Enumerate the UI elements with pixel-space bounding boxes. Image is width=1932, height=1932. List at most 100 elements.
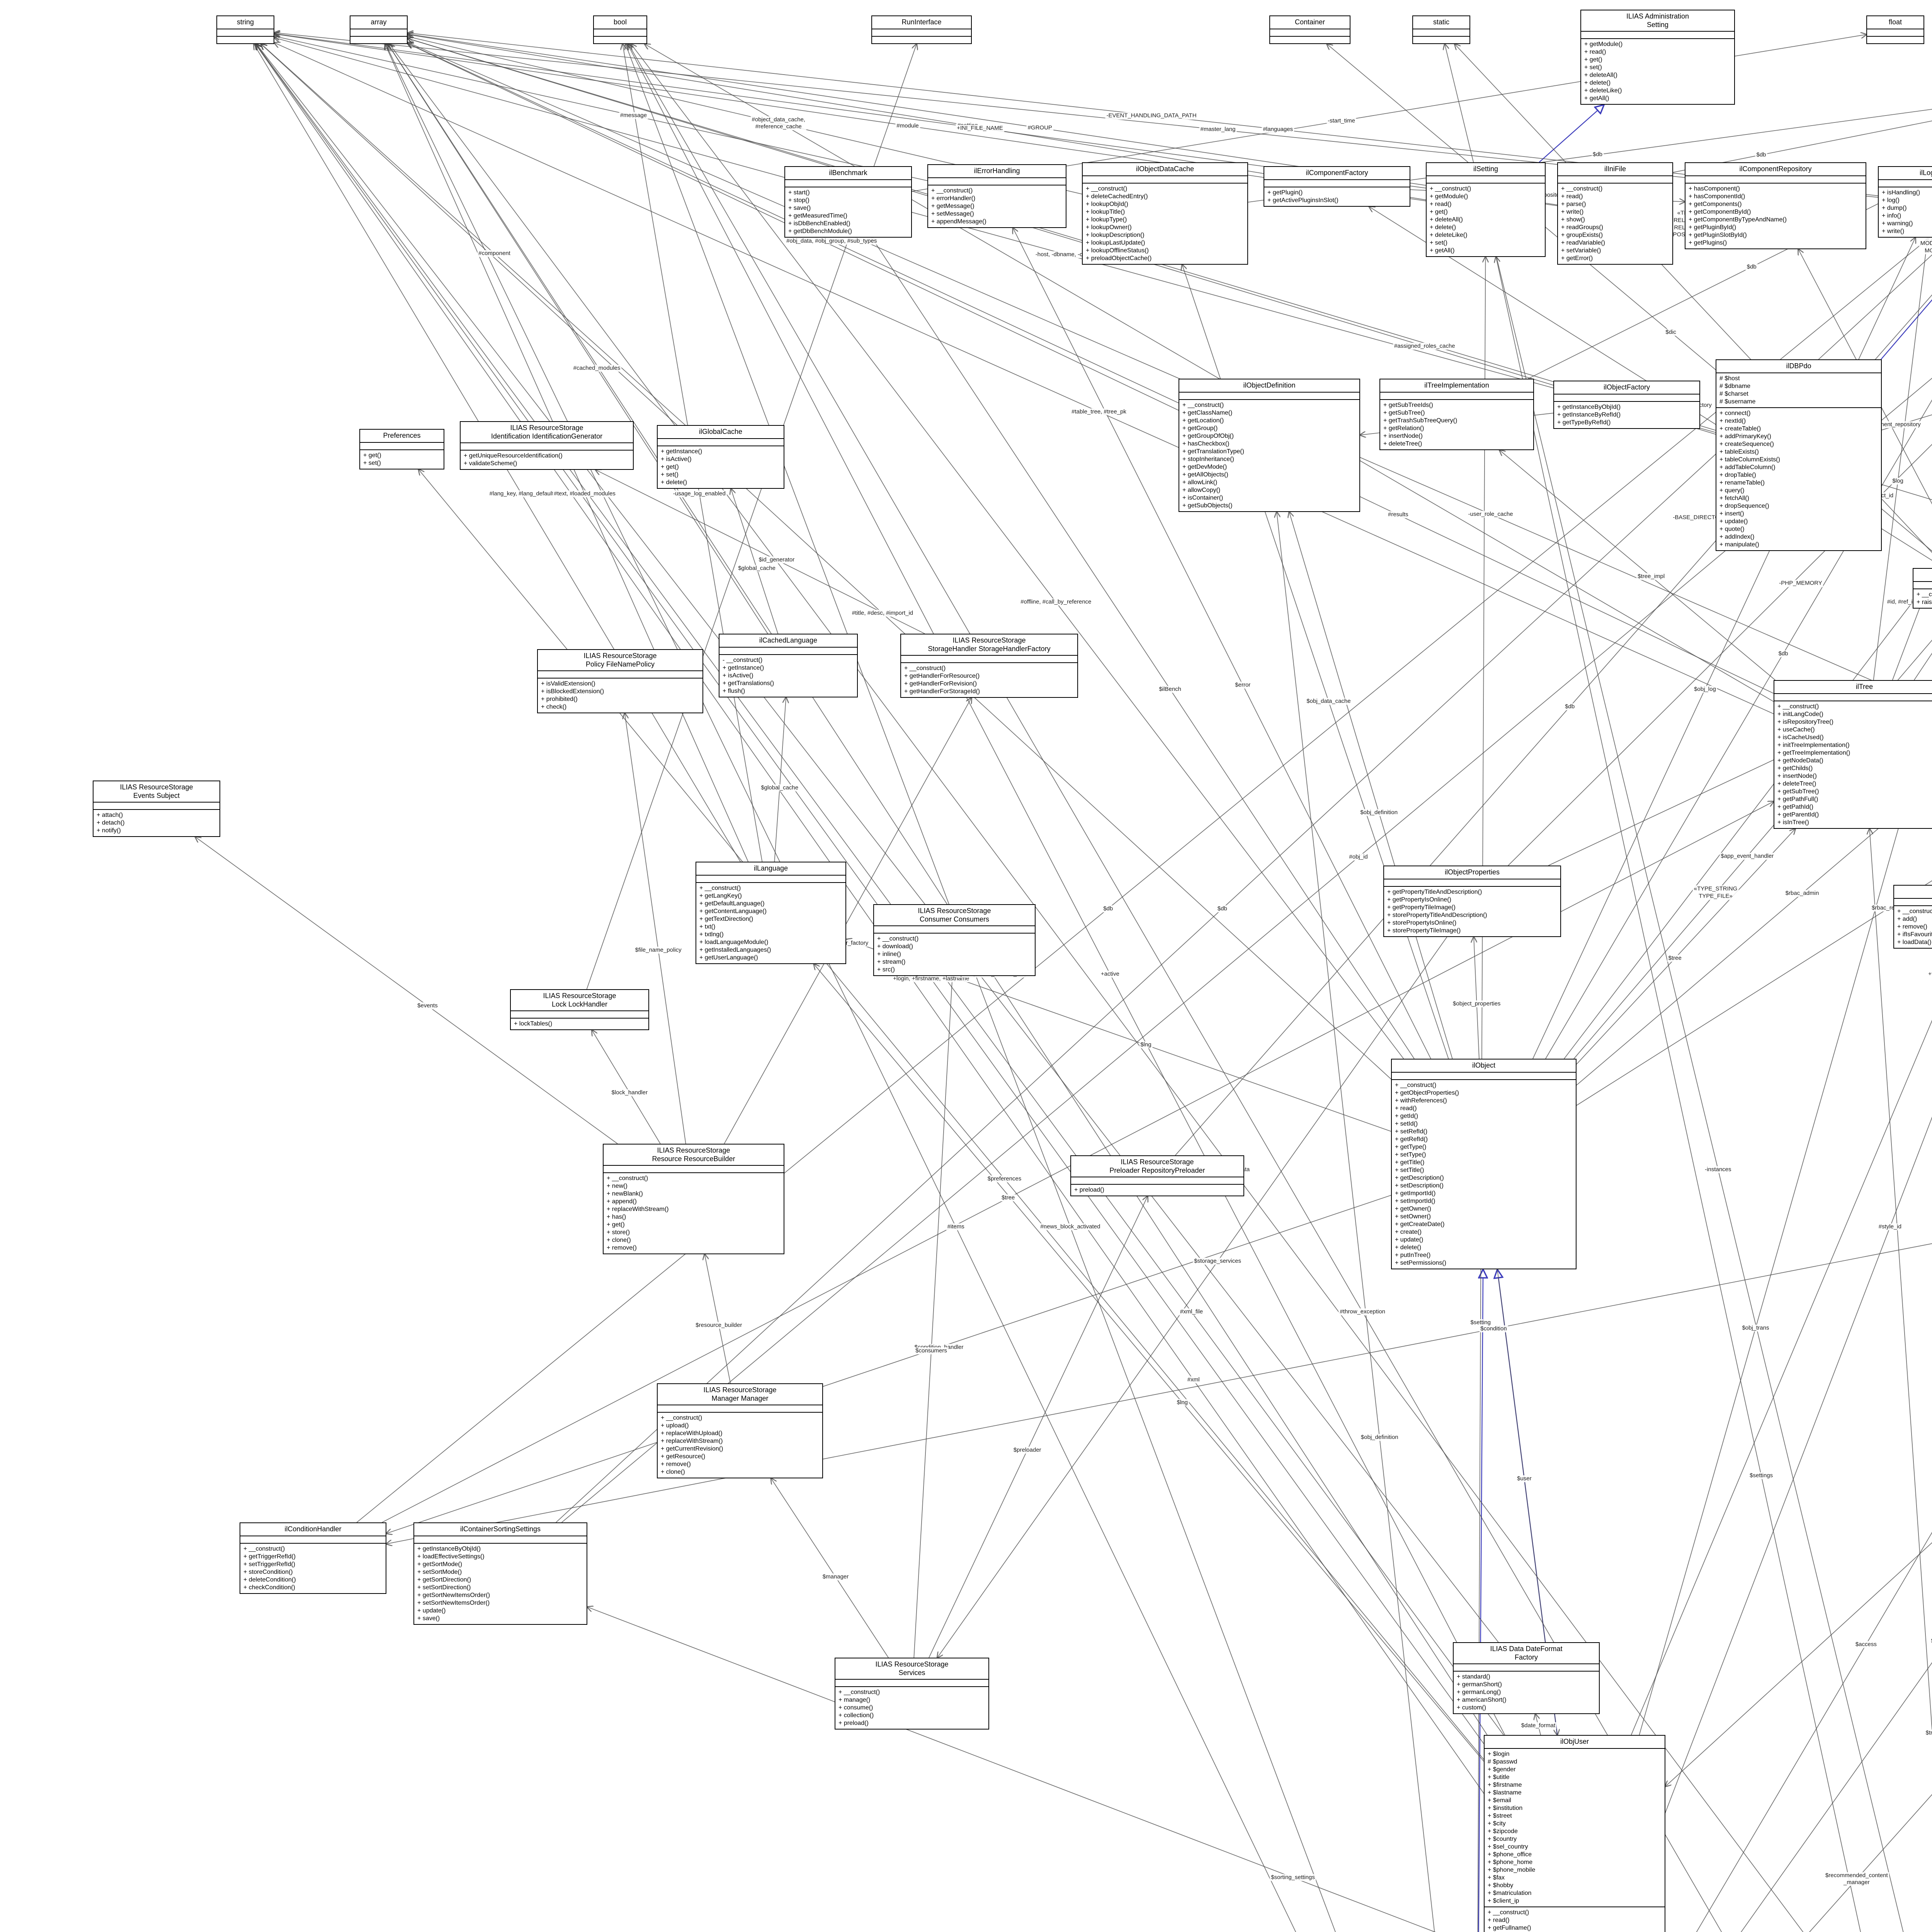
class-box-ilobjdatacache[interactable]: ilObjectDataCache+ __construct()+ delete… bbox=[1082, 162, 1248, 265]
class-method: + hasComponentId() bbox=[1689, 193, 1745, 200]
class-method: + getDevMode() bbox=[1182, 463, 1227, 470]
class-box-ilcachedlang[interactable]: ilCachedLanguage- __construct()+ getInst… bbox=[719, 634, 858, 697]
attributes-compartment bbox=[928, 178, 1066, 185]
class-box-rs_subject[interactable]: ILIAS ResourceStorage Events Subject+ at… bbox=[93, 781, 220, 837]
class-box-illogger[interactable]: ilLogger+ isHandling()+ log()+ dump()+ i… bbox=[1878, 166, 1932, 238]
class-box-t_float[interactable]: float bbox=[1866, 15, 1924, 44]
class-method: + log() bbox=[1882, 197, 1900, 204]
class-box-illanguage[interactable]: ilLanguage+ __construct()+ getLangKey()+… bbox=[696, 862, 846, 964]
attributes-compartment bbox=[217, 29, 274, 37]
class-box-ilobjdef[interactable]: ilObjectDefinition+ __construct()+ getCl… bbox=[1179, 379, 1360, 512]
edge-label: $db bbox=[1745, 263, 1758, 270]
class-box-ilbench[interactable]: ilBenchmark+ start()+ stop()+ save()+ ge… bbox=[784, 166, 912, 238]
class-method: + getActivePluginsInSlot() bbox=[1267, 197, 1338, 204]
class-method: + preloadObjectCache() bbox=[1086, 255, 1152, 262]
class-method: + initLangCode() bbox=[1777, 711, 1823, 718]
class-box-rs_shf[interactable]: ILIAS ResourceStorage StorageHandler Sto… bbox=[900, 634, 1078, 698]
class-method: + getPropertyTitleAndDescription() bbox=[1387, 888, 1482, 895]
class-box-rs_lock[interactable]: ILIAS ResourceStorage Lock LockHandler+ … bbox=[510, 989, 649, 1031]
class-box-rs_policy[interactable]: ILIAS ResourceStorage Policy FileNamePol… bbox=[537, 649, 703, 714]
class-box-rs_builder[interactable]: ILIAS ResourceStorage Resource ResourceB… bbox=[603, 1144, 784, 1255]
class-method: + getResource() bbox=[661, 1453, 706, 1460]
usage-edge bbox=[592, 1030, 661, 1144]
class-box-ilerror[interactable]: ilErrorHandling+ __construct()+ errorHan… bbox=[927, 164, 1066, 228]
class-box-ilsortsettings[interactable]: ilContainerSortingSettings+ getInstanceB… bbox=[413, 1522, 587, 1625]
methods-compartment: + isHandling()+ log()+ dump()+ info()+ w… bbox=[1879, 187, 1932, 237]
class-box-ilconditionhandler[interactable]: ilConditionHandler+ __construct()+ getTr… bbox=[240, 1522, 386, 1594]
class-box-rs_manager[interactable]: ILIAS ResourceStorage Manager Manager+ _… bbox=[657, 1383, 823, 1479]
class-box-t_bool[interactable]: bool bbox=[593, 15, 647, 44]
class-box-rs_services[interactable]: ILIAS ResourceStorage Services+ __constr… bbox=[835, 1658, 989, 1730]
edge-label: #style_id bbox=[1877, 1223, 1903, 1231]
class-box-iltreeimpl[interactable]: ilTreeImplementation+ getSubTreeIds()+ g… bbox=[1379, 379, 1534, 450]
class-method: + stopInheritance() bbox=[1182, 456, 1234, 463]
edge-label: $lng bbox=[1139, 1041, 1153, 1049]
edge-label: #table_tree, #tree_pk bbox=[1070, 408, 1128, 415]
usage-edge bbox=[814, 964, 1484, 1762]
class-box-ilglobalcache[interactable]: ilGlobalCache+ getInstance()+ isActive()… bbox=[657, 425, 784, 489]
class-box-t_string[interactable]: string bbox=[216, 15, 274, 44]
usage-edge bbox=[1500, 450, 1776, 680]
class-attribute: + $city bbox=[1488, 1820, 1506, 1827]
class-method: + isRepositoryTree() bbox=[1777, 718, 1833, 725]
class-box-ilcompfactory[interactable]: ilComponentFactory+ getPlugin()+ getActi… bbox=[1264, 166, 1410, 207]
class-box-admin_setting[interactable]: ILIAS Administration Setting+ getModule(… bbox=[1580, 10, 1735, 105]
usage-edge bbox=[645, 44, 1774, 702]
edge-label: $db bbox=[1777, 650, 1789, 657]
methods-compartment bbox=[1867, 37, 1923, 43]
class-box-ilobject[interactable]: ilObject+ __construct()+ getObjectProper… bbox=[1391, 1059, 1577, 1269]
class-box-rs_consumers[interactable]: ILIAS ResourceStorage Consumer Consumers… bbox=[873, 904, 1036, 976]
class-method: + isHandling() bbox=[1882, 189, 1920, 196]
attributes-compartment bbox=[696, 876, 845, 883]
class-method: + getMessage() bbox=[931, 202, 975, 209]
class-method: + prohibited() bbox=[541, 696, 578, 703]
class-box-t_static[interactable]: static bbox=[1412, 15, 1470, 44]
class-box-ilobjfactory[interactable]: ilObjectFactory+ getInstanceByObjId()+ g… bbox=[1553, 381, 1700, 429]
class-box-t_array[interactable]: array bbox=[350, 15, 408, 44]
edge-label: #component bbox=[477, 250, 512, 257]
class-attribute: + $matriculation bbox=[1488, 1889, 1532, 1896]
edge-label: $rbacsystem bbox=[1930, 1637, 1932, 1645]
class-box-ilappevent[interactable]: ilAppEventHandler+ __construct()+ raise(… bbox=[1913, 568, 1932, 609]
methods-compartment bbox=[594, 37, 646, 43]
usage-edge bbox=[1798, 249, 1932, 505]
class-box-ildbpdo[interactable]: ilDBPdo# $host# $dbname# $charset# $user… bbox=[1716, 359, 1882, 551]
class-method: + read() bbox=[1584, 49, 1606, 56]
edge-label: #items bbox=[946, 1223, 966, 1231]
class-method: + getError() bbox=[1561, 255, 1593, 262]
usage-edge bbox=[929, 1196, 1148, 1658]
edge-label: #text, #loaded_modules bbox=[553, 490, 617, 497]
class-method: + stream() bbox=[877, 959, 906, 966]
class-box-t_runinterface[interactable]: RunInterface bbox=[871, 15, 972, 44]
methods-compartment bbox=[1413, 37, 1469, 43]
constant-label: -EVENT_HANDLING_DATA_PATH bbox=[1105, 112, 1198, 120]
class-box-rs_identgen[interactable]: ILIAS ResourceStorage Identification Ide… bbox=[460, 421, 634, 470]
class-box-iltree[interactable]: ilTree+ __construct()+ initLangCode()+ i… bbox=[1774, 680, 1932, 829]
class-method: + isActive() bbox=[723, 672, 753, 679]
class-box-dateformatfactory[interactable]: ILIAS Data DateFormat Factory+ standard(… bbox=[1453, 1642, 1600, 1714]
class-method: + setTitle() bbox=[1395, 1167, 1424, 1173]
class-box-ilinifile[interactable]: ilIniFile+ __construct()+ read()+ parse(… bbox=[1557, 162, 1673, 265]
class-box-preferences[interactable]: Preferences+ get()+ set() bbox=[359, 429, 444, 469]
class-method: + loadData() bbox=[1897, 939, 1932, 946]
edge-label: $condition bbox=[1479, 1325, 1508, 1332]
class-box-ilobjuser[interactable]: ilObjUser+ $login# $passwd+ $gender+ $ut… bbox=[1484, 1735, 1665, 1932]
class-method: + src() bbox=[877, 966, 895, 973]
class-method: + setOwner() bbox=[1395, 1213, 1431, 1220]
class-box-ilobjprops[interactable]: ilObjectProperties+ getPropertyTitleAndD… bbox=[1383, 866, 1561, 937]
class-box-ilfavmanager[interactable]: ilFavouritesManager+ __construct()+ add(… bbox=[1893, 885, 1932, 949]
class-box-ilsetting[interactable]: ilSetting+ __construct()+ getModule()+ r… bbox=[1426, 162, 1546, 257]
class-title: ilDBPdo bbox=[1716, 360, 1881, 373]
class-method: + getComponentByTypeAndName() bbox=[1689, 216, 1787, 223]
class-method: + clone() bbox=[661, 1469, 685, 1476]
usage-edge bbox=[389, 44, 1804, 1932]
class-box-ilcomprepo[interactable]: ilComponentRepository+ hasComponent()+ h… bbox=[1685, 162, 1866, 249]
class-box-t_container[interactable]: Container bbox=[1269, 15, 1350, 44]
class-title: ILIAS ResourceStorage Manager Manager bbox=[658, 1384, 822, 1406]
attributes-compartment bbox=[874, 926, 1035, 934]
class-method: + getSubTree() bbox=[1777, 788, 1819, 795]
class-box-rs_preloader[interactable]: ILIAS ResourceStorage Preloader Reposito… bbox=[1070, 1155, 1244, 1197]
class-method: + delete() bbox=[1395, 1244, 1422, 1251]
edge-label: $lng bbox=[1175, 1399, 1189, 1406]
class-method: + inline() bbox=[877, 951, 901, 958]
